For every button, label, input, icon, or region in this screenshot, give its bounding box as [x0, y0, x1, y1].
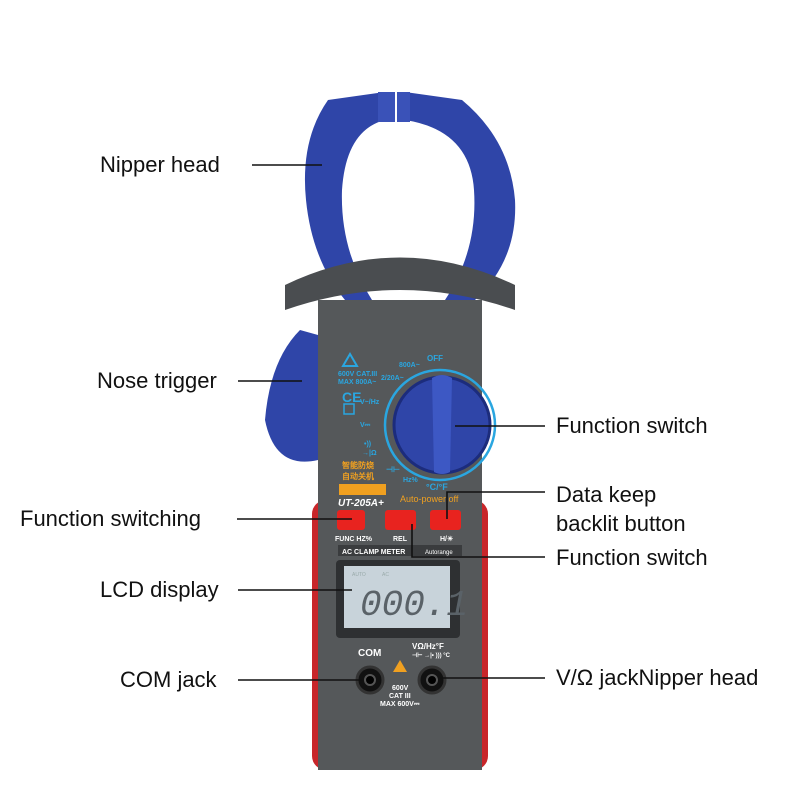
lcd-auto: AUTO — [352, 572, 366, 578]
chinese-text-2: 自动关机 — [342, 471, 374, 481]
callout-lines — [237, 164, 545, 681]
hold-label: H/☀ — [440, 535, 453, 543]
dial-label-vdc: V⎓ — [360, 422, 371, 429]
jack-rating-1: 600V — [392, 685, 409, 692]
dial-label-cap: ⊣⊢ — [386, 464, 400, 474]
callout-function-switch-dial: Function switch — [556, 413, 708, 438]
lcd-reading: 000.1 — [360, 585, 468, 626]
rel-label: REL — [393, 536, 408, 543]
lcd-display — [344, 566, 450, 628]
nipper-head — [304, 92, 385, 300]
jack-rating-3: MAX 600V⎓ — [380, 701, 420, 708]
ce-mark: CE — [342, 389, 361, 405]
v-jack-label: VΩ/Hz°F — [412, 642, 444, 651]
warning-icon — [393, 660, 407, 672]
callout-nipper-head: Nipper head — [100, 152, 220, 177]
autorange-text: Autorange — [425, 550, 453, 556]
auto-power-off-text: Auto-power off — [400, 494, 459, 504]
com-label: COM — [358, 648, 381, 659]
func-hz-button[interactable] — [337, 510, 365, 530]
model-name: UT-205A+ — [338, 498, 384, 509]
dial-label-vhz: V~/Hz — [360, 399, 380, 406]
rating-text: 600V CAT.III — [338, 371, 377, 378]
hold-backlight-button[interactable] — [430, 510, 461, 530]
callout-backlit-button: backlit button — [556, 511, 686, 536]
dial-label-20a: 2/20A~ — [381, 375, 404, 382]
dial-label-hz: Hz% — [403, 477, 419, 484]
callout-com-jack: COM jack — [120, 667, 217, 692]
nipper-head-right — [405, 92, 516, 300]
callout-v-ohm-jack: V/Ω jackNipper head — [556, 665, 759, 690]
v-jack-sublabel: ⊣⊢ →|• ))) °C — [412, 651, 451, 659]
dial-label-diode: →|Ω — [362, 450, 377, 457]
body-shoulder — [285, 257, 515, 310]
dial-label-temp: °C/°F — [426, 482, 448, 492]
max-current-text: MAX 800A~ — [338, 379, 376, 386]
callout-data-keep: Data keep — [556, 482, 657, 507]
callout-nose-trigger: Nose trigger — [97, 368, 217, 393]
dial-knob[interactable] — [432, 375, 452, 474]
lcd-ac: AC — [382, 572, 389, 578]
meter-type-text: AC CLAMP METER — [342, 549, 405, 556]
chinese-text: 智能防烧 — [342, 460, 374, 470]
callout-function-switch-rel: Function switch — [556, 545, 708, 570]
nose-trigger[interactable] — [265, 330, 318, 462]
dial-label-off: OFF — [427, 354, 443, 363]
callout-lcd-display: LCD display — [100, 577, 219, 602]
dial-label-buzzer: •)) — [364, 441, 371, 448]
rel-button[interactable] — [385, 510, 416, 530]
dial-label-800a: 800A~ — [399, 362, 420, 369]
jack-rating-2: CAT III — [389, 693, 411, 700]
func-hz-label: FUNC HZ% — [335, 536, 373, 543]
dial-scale — [383, 368, 497, 482]
callout-function-switching: Function switching — [20, 506, 201, 531]
jaw-tips — [378, 92, 410, 122]
